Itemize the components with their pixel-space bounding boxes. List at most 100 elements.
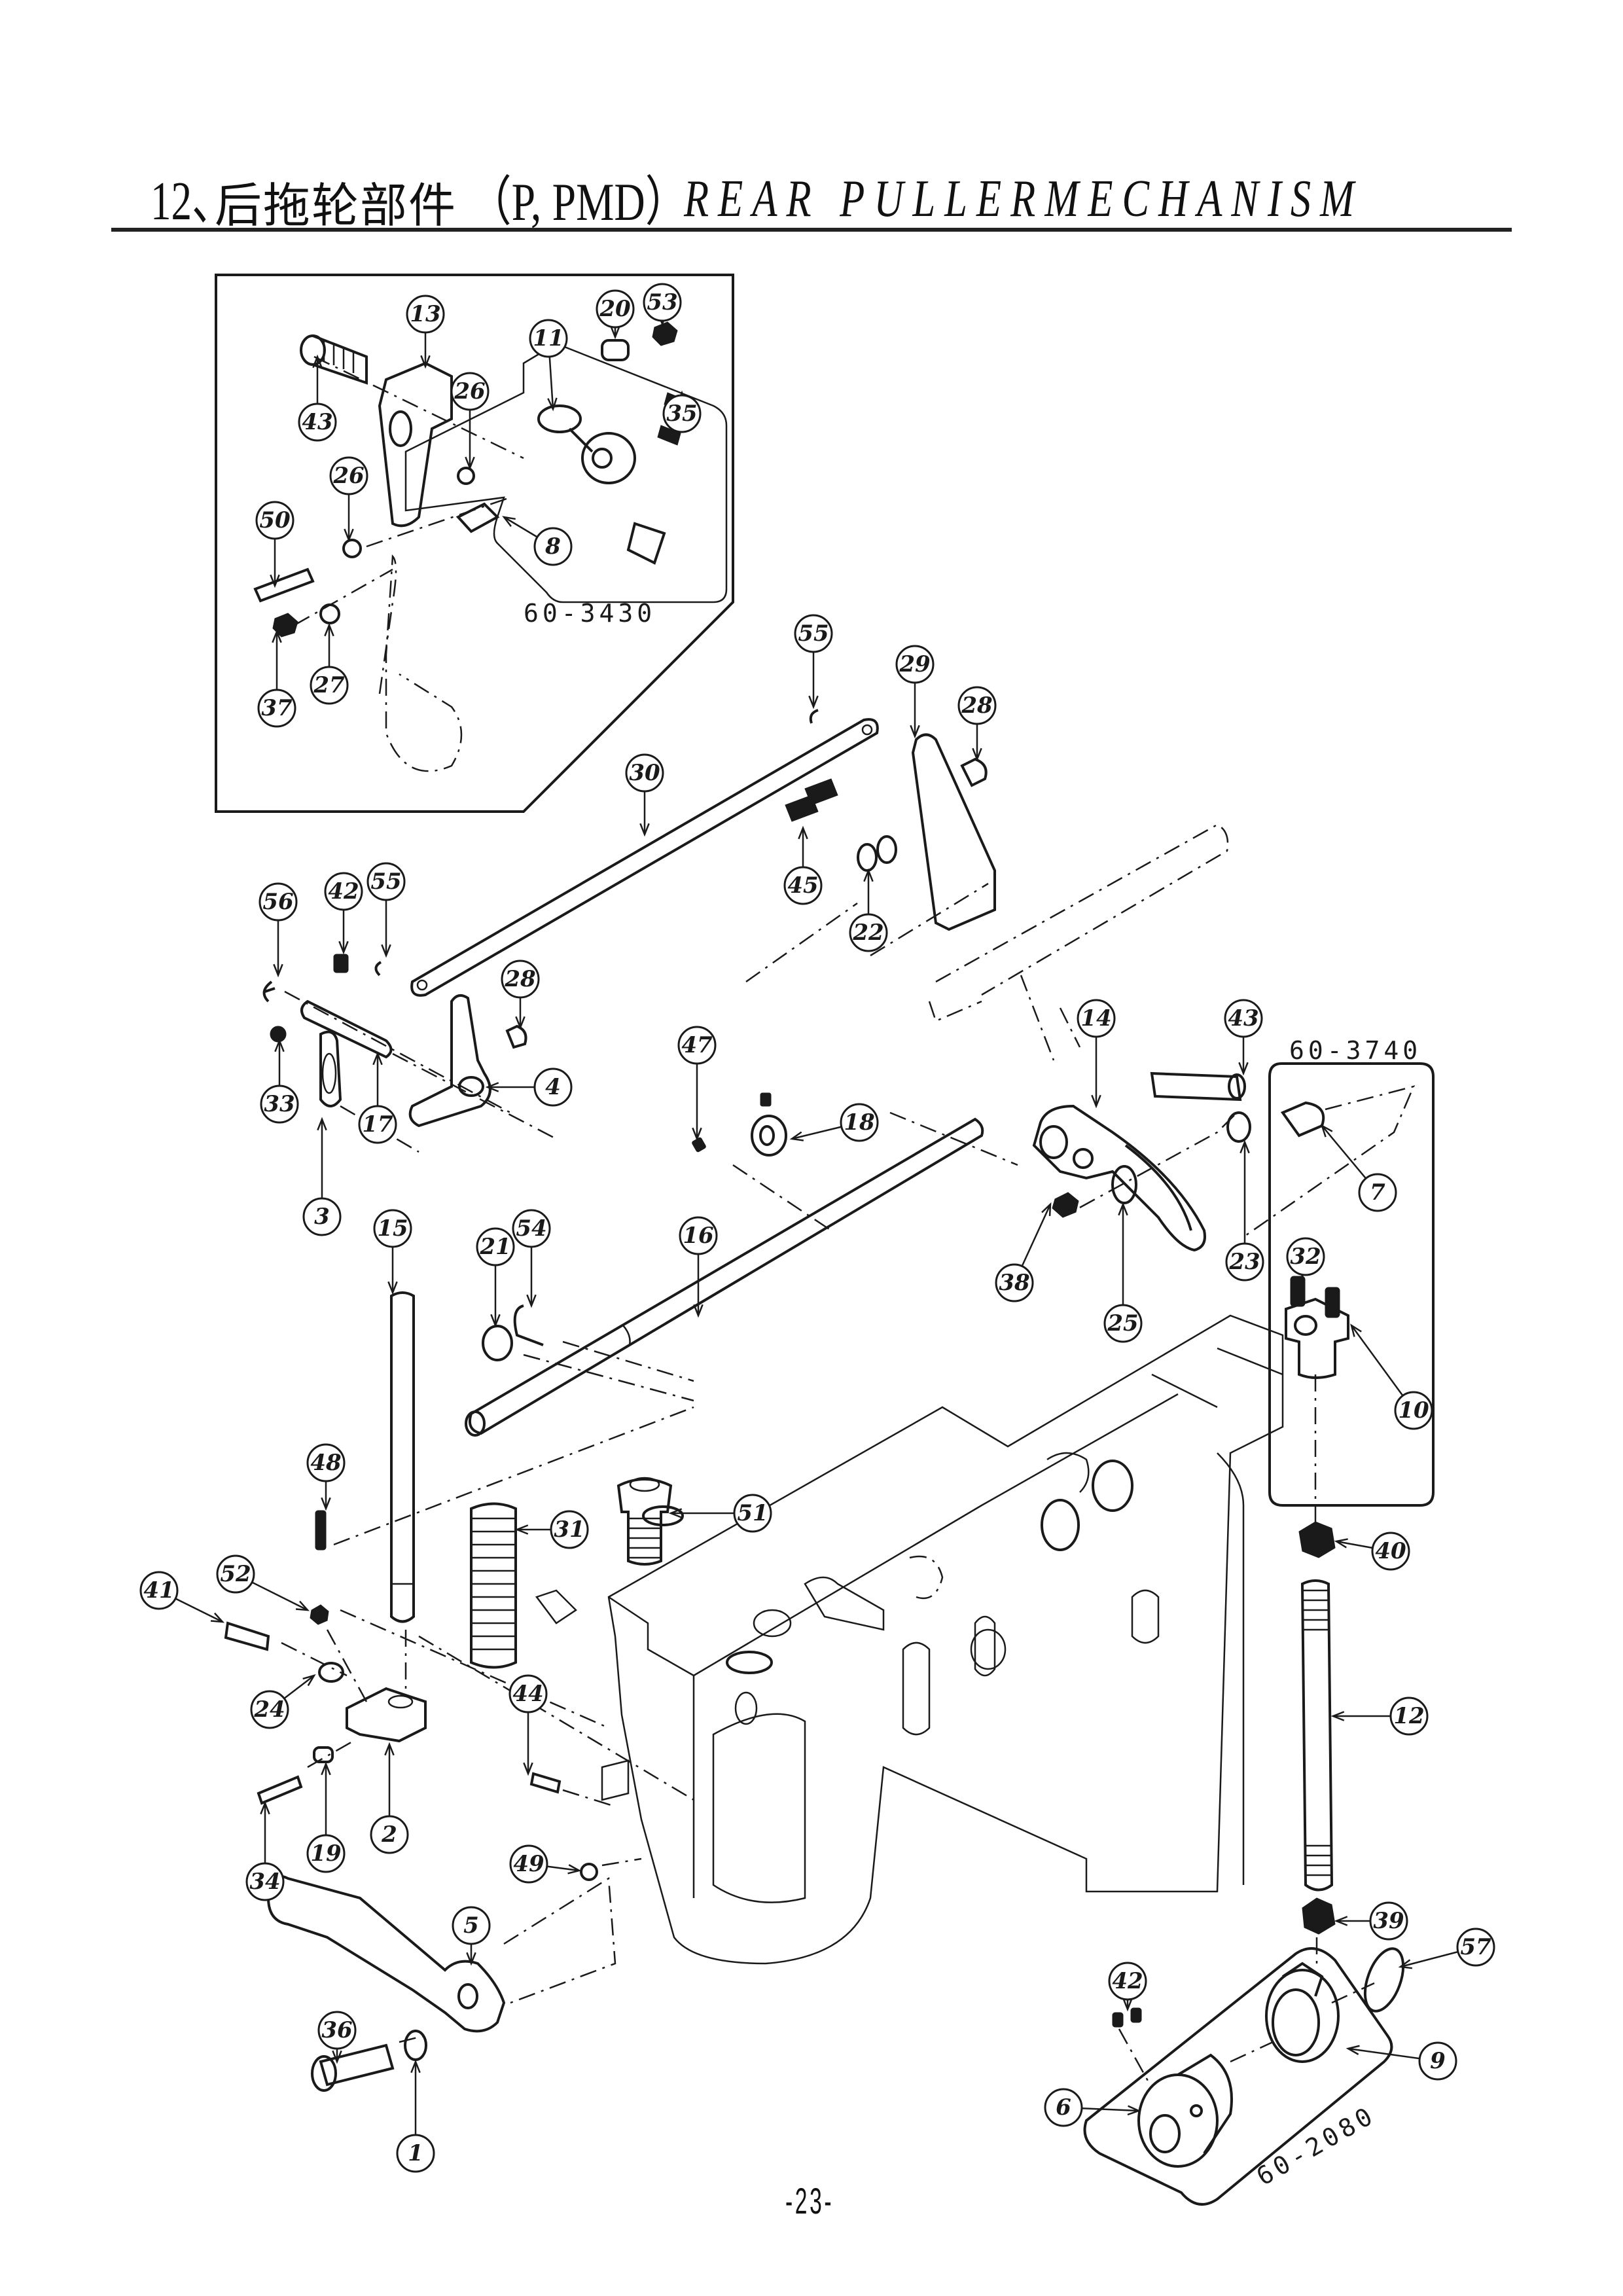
leader-arrowhead bbox=[547, 397, 558, 412]
leader-arrowhead bbox=[270, 574, 280, 588]
callout-number: 23 bbox=[1228, 1249, 1260, 1275]
callout-28: 28 bbox=[501, 960, 540, 999]
threaded-hole bbox=[642, 1505, 684, 1526]
callout-circle bbox=[370, 1815, 409, 1854]
callout-31: 31 bbox=[550, 1510, 589, 1549]
leader-arrowhead bbox=[639, 823, 650, 837]
leader-arrowhead bbox=[692, 1127, 702, 1141]
callout-number: 28 bbox=[504, 966, 535, 992]
callout-27: 27 bbox=[310, 666, 349, 705]
callout-number: 16 bbox=[683, 1223, 713, 1249]
callout-circle bbox=[139, 1571, 179, 1610]
callout-circle bbox=[596, 289, 635, 329]
washer-25 bbox=[1111, 1165, 1137, 1204]
callout-circle bbox=[662, 394, 702, 433]
callout-number: 9 bbox=[1430, 2048, 1446, 2074]
screw-34 bbox=[257, 1775, 303, 1805]
callout-circle bbox=[255, 501, 294, 540]
leader-arrowhead bbox=[668, 1508, 683, 1518]
collar-20 bbox=[601, 339, 630, 361]
callout-circle bbox=[1371, 1532, 1410, 1571]
callout-number: 12 bbox=[1393, 1703, 1424, 1729]
callout-11: 11 bbox=[529, 319, 568, 358]
washer-26a bbox=[457, 467, 475, 485]
callout-circle bbox=[1044, 2088, 1083, 2127]
lever-5 bbox=[267, 1874, 506, 2033]
callout-4: 4 bbox=[533, 1067, 573, 1107]
leader-arrowhead bbox=[485, 1082, 499, 1092]
rod-15 bbox=[390, 1291, 415, 1623]
callout-33: 33 bbox=[260, 1085, 299, 1124]
callout-circle bbox=[450, 372, 490, 411]
leader-arrowhead bbox=[1320, 1124, 1333, 1138]
callout-circle bbox=[840, 1103, 879, 1142]
callout-number: 34 bbox=[249, 1869, 280, 1895]
callout-number: 49 bbox=[513, 1851, 544, 1877]
set-screw-47b bbox=[692, 1137, 706, 1153]
callout-circle bbox=[679, 1216, 718, 1255]
callout-14: 14 bbox=[1077, 999, 1116, 1038]
leader-arrowhead bbox=[312, 354, 323, 368]
leader-lines bbox=[158, 302, 1476, 2153]
callout-23: 23 bbox=[1225, 1242, 1264, 1282]
callout-45: 45 bbox=[783, 866, 823, 905]
nut-38 bbox=[1052, 1192, 1079, 1218]
block-2 bbox=[346, 1687, 427, 1743]
leader-arrowhead bbox=[384, 1742, 395, 1756]
callout-20: 20 bbox=[596, 289, 635, 329]
screw-41 bbox=[224, 1621, 270, 1651]
sub-kit-frame bbox=[404, 342, 728, 603]
callout-circle bbox=[310, 666, 349, 705]
callout-number: 33 bbox=[264, 1091, 294, 1117]
leader-arrowhead bbox=[210, 1612, 225, 1623]
leader-arrowhead bbox=[910, 725, 920, 739]
callout-circle bbox=[509, 1844, 548, 1884]
callout-number: 18 bbox=[844, 1109, 874, 1136]
callout-circle bbox=[995, 1263, 1034, 1302]
callout-number: 26 bbox=[454, 378, 485, 404]
callout-number: 13 bbox=[410, 301, 440, 327]
hatched-arrow bbox=[535, 1589, 577, 1624]
callout-number: 29 bbox=[899, 651, 930, 677]
leader-arrowhead bbox=[610, 325, 620, 340]
callout-13: 13 bbox=[406, 295, 445, 334]
callout-56: 56 bbox=[259, 882, 298, 922]
washer-22b bbox=[876, 835, 897, 864]
leader-arrowhead bbox=[273, 963, 283, 978]
callout-15: 15 bbox=[373, 1209, 412, 1248]
screw-44 bbox=[529, 1772, 562, 1794]
callout-43: 43 bbox=[1224, 999, 1263, 1038]
callout-26: 26 bbox=[329, 456, 368, 495]
callout-53: 53 bbox=[643, 283, 682, 322]
callout-29: 29 bbox=[895, 645, 935, 684]
callout-circle bbox=[1103, 1304, 1143, 1343]
callout-40: 40 bbox=[1371, 1532, 1410, 1571]
leader-arrowhead bbox=[526, 1294, 537, 1308]
leader-arrowhead bbox=[789, 1131, 804, 1141]
leader-arrowhead bbox=[514, 1524, 529, 1535]
leader-arrowhead bbox=[1349, 1323, 1362, 1337]
washer-21 bbox=[482, 1325, 513, 1361]
callout-number: 41 bbox=[143, 1577, 174, 1604]
kit-label-60-2080: 60-2080 bbox=[1252, 2100, 1381, 2191]
callout-circle bbox=[1418, 2041, 1457, 2081]
callout-circle bbox=[1286, 1237, 1325, 1276]
model-codes: （P, PMD） bbox=[469, 172, 688, 232]
inset-frame-2080 bbox=[1083, 1947, 1393, 2206]
callout-number: 50 bbox=[259, 507, 291, 533]
washer-22a bbox=[857, 843, 878, 872]
leader-arrowhead bbox=[567, 1864, 582, 1874]
direction-arrow bbox=[626, 522, 666, 565]
callout-number: 10 bbox=[1398, 1397, 1429, 1424]
kit-label-60-3740: 60-3740 bbox=[1289, 1036, 1421, 1065]
callout-48: 48 bbox=[306, 1443, 346, 1482]
screw-45b bbox=[804, 778, 838, 806]
washer-26b bbox=[342, 539, 362, 558]
leader-arrowhead bbox=[344, 528, 354, 543]
leader-arrowhead bbox=[381, 944, 391, 958]
leader-arrowhead bbox=[502, 516, 516, 528]
callout-number: 31 bbox=[554, 1516, 584, 1543]
callout-number: 48 bbox=[310, 1450, 341, 1476]
leader-arrowhead bbox=[260, 1801, 270, 1815]
